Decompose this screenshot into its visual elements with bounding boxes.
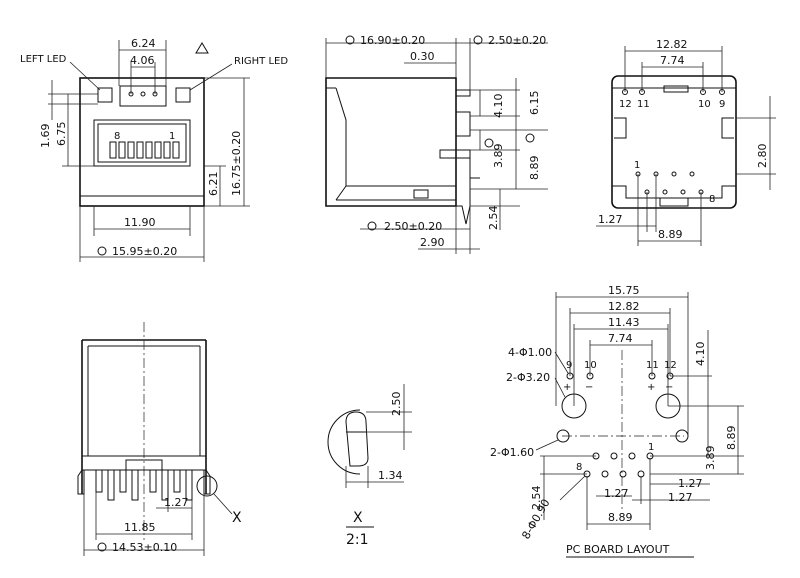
side-dim-2-90: 2.90: [420, 236, 445, 249]
rear-dim-11-85: 11.85: [124, 521, 156, 534]
detail-circle: [327, 409, 361, 475]
dim-6-75: 6.75: [55, 122, 68, 147]
pcb-dim-1-27-c: 1.27: [604, 487, 629, 500]
bottom-pin-11: 11: [637, 99, 650, 110]
pcb-pin-1: 1: [648, 442, 654, 453]
side-dim-16-90: 16.90±0.20: [360, 34, 425, 47]
side-dim-6-15: 6.15: [528, 91, 541, 116]
pcb-hole-4x-1-00: 4-Φ1.00: [508, 346, 552, 359]
pcb-dim-1-27-a: 1.27: [678, 477, 703, 490]
pcb-dim-4-10: 4.10: [694, 342, 707, 367]
svg-text:+: +: [647, 382, 655, 393]
pcb-hole-2x-3-20: 2-Φ3.20: [506, 371, 550, 384]
bottom-pin-10: 10: [698, 99, 711, 110]
dim-6-21: 6.21: [207, 172, 220, 197]
side-dim-8-89: 8.89: [528, 156, 541, 181]
bottom-dim-12-82: 12.82: [656, 38, 688, 51]
right-led-label: RIGHT LED: [234, 56, 288, 67]
left-led-window: [97, 87, 113, 103]
left-led-label: LEFT LED: [20, 54, 67, 65]
bottom-pin-12: 12: [619, 99, 632, 110]
rear-dim-1-27: 1.27: [164, 496, 189, 509]
svg-text:−: −: [665, 382, 673, 393]
pcb-pin-8: 8: [576, 462, 582, 473]
bottom-pin-8: 8: [709, 194, 715, 205]
side-dim-0-30: 0.30: [410, 50, 435, 63]
detail-x-marker: X: [232, 510, 242, 526]
rj45-opening: [93, 119, 191, 167]
bottom-view: 12 11 10 9 1 8 12.82 7.74 2.80 1.27 8.89: [596, 38, 776, 246]
pcb-layout-title: PC BOARD LAYOUT: [566, 543, 670, 556]
pcb-dim-7-74: 7.74: [608, 332, 633, 345]
pcb-dim-15-75: 15.75: [608, 284, 640, 297]
pcb-signal-pins: [583, 452, 654, 478]
detail-x: 2.50 1.34 X 2:1: [327, 384, 412, 548]
side-dim-4-10: 4.10: [492, 94, 505, 119]
dim-15-95: 15.95±0.20: [112, 245, 177, 258]
pcb-dim-2-54: 2.54: [530, 486, 543, 511]
bottom-pin-1: 1: [634, 160, 640, 171]
bottom-housing: [611, 75, 737, 209]
pcb-hole-2x-1-60: 2-Φ1.60: [490, 446, 534, 459]
bottom-dim-1-27: 1.27: [598, 213, 623, 226]
detail-dim-1-34: 1.34: [378, 469, 403, 482]
detail-dim-2-50: 2.50: [390, 392, 403, 417]
bottom-dim-8-89: 8.89: [658, 228, 683, 241]
side-dim-2-50-bottom: 2.50±0.20: [384, 220, 442, 233]
front-housing: [79, 77, 205, 207]
dim-16-75: 16.75±0.20: [230, 131, 243, 196]
bottom-pin-9: 9: [719, 99, 725, 110]
pcb-pin-9: 9: [566, 360, 572, 371]
front-pin-1-label: 1: [169, 131, 175, 142]
right-led-window: [175, 87, 191, 103]
pcb-dim-8-89: 8.89: [725, 426, 738, 451]
svg-text:+: +: [563, 382, 571, 393]
detail-x-label: X: [353, 510, 363, 526]
dim-6-24: 6.24: [131, 37, 156, 50]
pcb-dim-12-82: 12.82: [608, 300, 640, 313]
side-dim-3-89: 3.89: [492, 144, 505, 169]
svg-text:−: −: [585, 382, 593, 393]
warning-triangle-icon: [195, 42, 209, 54]
side-dim-2-50-top: 2.50±0.20: [488, 34, 546, 47]
dim-11-90: 11.90: [124, 216, 156, 229]
critical-dim-icon: [97, 246, 107, 256]
rear-dim-14-53: 14.53±0.10: [112, 541, 177, 554]
bottom-dim-7-74: 7.74: [660, 54, 685, 67]
locating-hole-left: [556, 429, 570, 443]
front-view: 8 1 LEFT LED RIGHT LED 6.24 4.06 1.69 6.…: [20, 37, 288, 262]
front-pin-8-label: 8: [114, 131, 120, 142]
pcb-dim-8-89-bottom: 8.89: [608, 511, 633, 524]
bottom-dim-2-80: 2.80: [756, 144, 769, 169]
pcb-layout: 9 10 11 12 + − + − 1 8 15.75 12.82: [490, 284, 744, 558]
rear-pins: [77, 469, 211, 501]
detail-scale: 2:1: [346, 532, 369, 548]
pcb-dim-3-89: 3.89: [704, 446, 717, 471]
side-dim-2-54: 2.54: [487, 206, 500, 231]
rear-view: X 1.27 11.85 14.53±0.10: [77, 322, 242, 556]
pcb-dim-11-43: 11.43: [608, 316, 640, 329]
dim-1-69: 1.69: [39, 124, 52, 149]
pcb-dim-1-27-b: 1.27: [668, 491, 693, 504]
contact-pins: [109, 141, 180, 159]
dim-4-06: 4.06: [130, 54, 155, 67]
side-view: 16.90±0.20 2.50±0.20 0.30 4.10 6.15 3.89…: [325, 34, 548, 254]
